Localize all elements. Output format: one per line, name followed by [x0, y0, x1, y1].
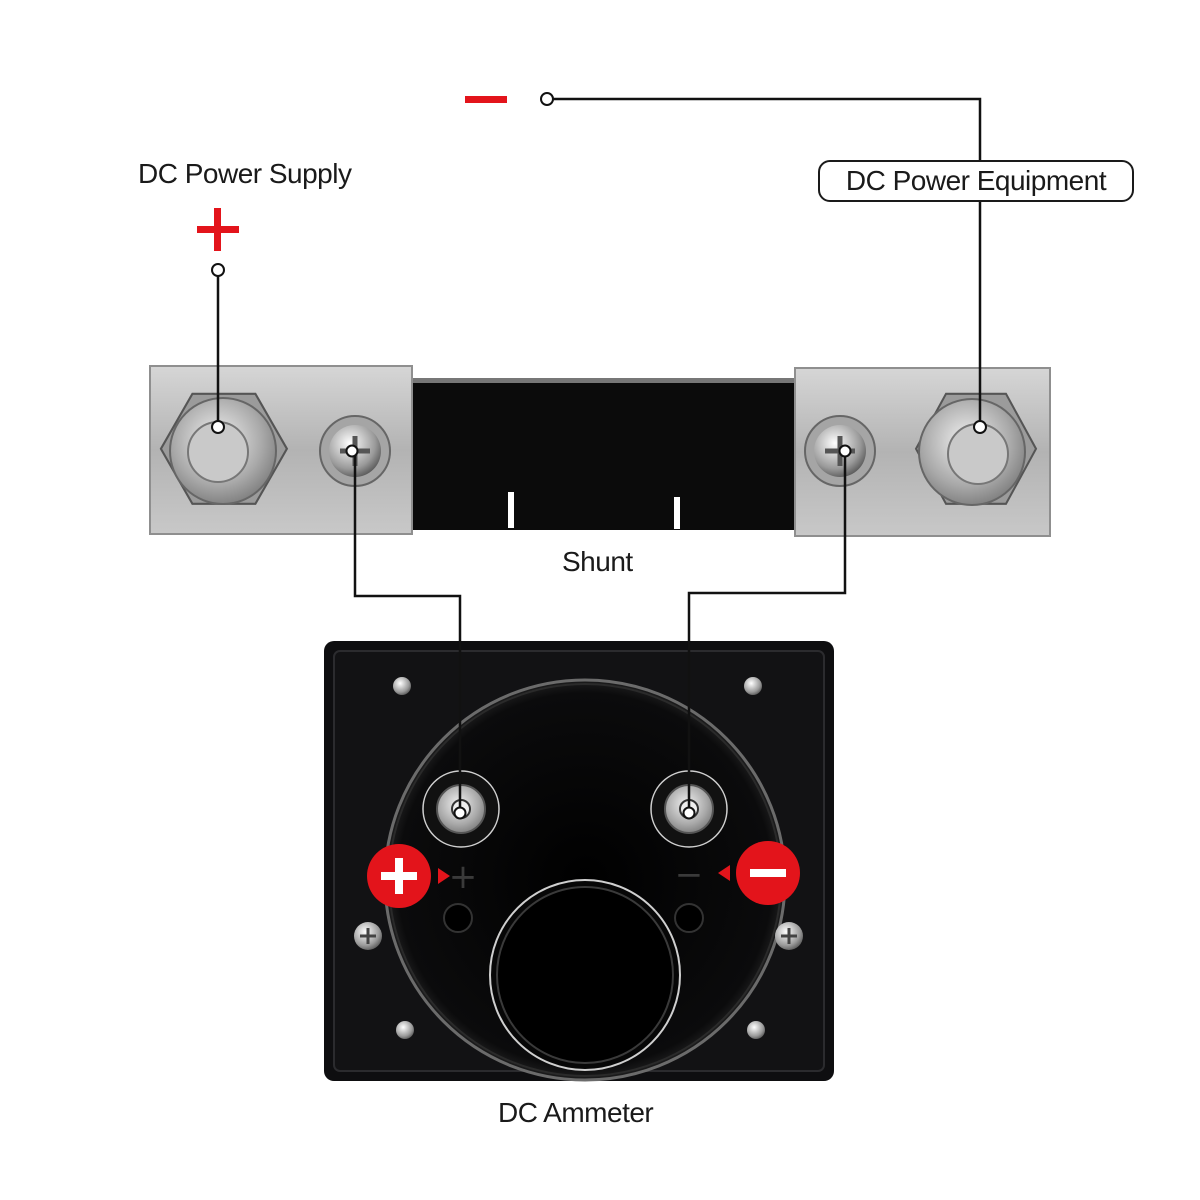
wire-equipment-to-shunt	[553, 97, 982, 427]
wire-end-dots	[211, 420, 987, 820]
supply-plus-icon	[197, 208, 239, 251]
meter-plus-circle-icon	[367, 844, 450, 908]
supply-terminal	[211, 263, 225, 277]
ammeter-corner-screw	[396, 1021, 414, 1039]
ammeter-side-screw	[354, 922, 382, 950]
dc-ammeter-label: DC Ammeter	[498, 1097, 654, 1128]
equipment-terminal	[540, 92, 554, 106]
ammeter-corner-screw	[747, 1021, 765, 1039]
shunt	[149, 365, 1051, 537]
dc-power-supply-label: DC Power Supply	[138, 158, 352, 189]
ammeter-hole	[674, 903, 704, 933]
wires	[216, 97, 982, 809]
ammeter-corner-screw	[393, 677, 411, 695]
meter-minus-circle-icon	[718, 841, 800, 905]
shunt-resistor-strip	[410, 380, 800, 530]
equipment-minus-icon	[465, 96, 507, 103]
ammeter-side-screw	[775, 922, 803, 950]
ammeter-corner-screw	[744, 677, 762, 695]
ammeter: + −	[324, 641, 834, 1082]
ammeter-engraved-plus: +	[449, 857, 478, 897]
shunt-label: Shunt	[562, 546, 633, 577]
ammeter-hole	[443, 903, 473, 933]
shunt-left-nut	[159, 392, 289, 505]
wire-shunt-right-to-meter	[687, 451, 847, 809]
ammeter-engraved-minus: −	[675, 855, 704, 895]
shunt-right-nut	[914, 392, 1038, 506]
wire-shunt-left-to-meter	[353, 451, 462, 809]
dc-power-equipment-label: DC Power Equipment	[818, 160, 1134, 202]
